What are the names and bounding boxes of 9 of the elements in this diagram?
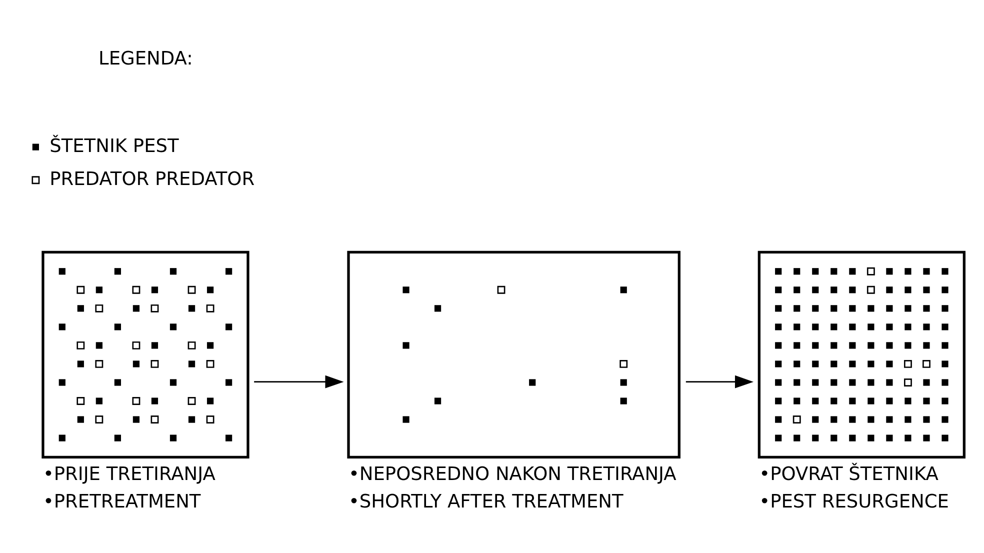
node-label: •PRETREATMENT <box>42 491 201 512</box>
legend-label: PREDATOR PREDATOR <box>50 168 255 190</box>
label: LEGENDA: <box>98 48 193 70</box>
node-label: •NEPOSREDNO NAKON TRETIRANJA <box>348 463 676 484</box>
node-label: •SHORTLY AFTER TREATMENT <box>348 491 624 512</box>
node-label: •PEST RESURGENCE <box>759 491 950 512</box>
node-label: •PRIJE TRETIRANJA <box>42 463 216 484</box>
node-label: •POVRAT ŠTETNIKA <box>759 463 938 484</box>
legend-label: ŠTETNIK PEST <box>50 135 179 156</box>
